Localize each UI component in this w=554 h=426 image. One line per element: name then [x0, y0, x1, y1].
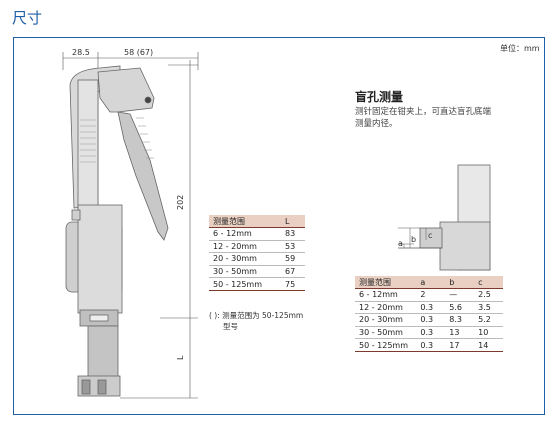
- cell-range: 12 - 20mm: [355, 301, 417, 315]
- label-a: a: [398, 239, 403, 248]
- model-note: ( ): 测量范围为 50-125mm 型号: [209, 310, 303, 332]
- cell-range: 20 - 30mm: [355, 313, 417, 327]
- table-abc-header: 测量范围 a b c: [355, 276, 503, 289]
- cell-c: 5.2: [474, 313, 503, 327]
- cell-b: 8.3: [445, 313, 475, 327]
- note-line-2: 型号: [223, 322, 238, 331]
- table-abc-header-b: b: [445, 276, 475, 289]
- cell-range: 12 - 20mm: [209, 240, 281, 254]
- blind-hole-description: 测针固定在钳夹上，可直达盲孔底端 测量内径。: [355, 106, 515, 130]
- dim-length-l: L: [176, 355, 185, 360]
- cell-b: 5.6: [445, 301, 475, 315]
- content-frame: [13, 37, 545, 415]
- dim-height-total: 202: [176, 195, 185, 210]
- cell-c: 14: [474, 338, 503, 352]
- dim-width-b: 58 (67): [124, 48, 153, 57]
- cell-a: 2: [416, 288, 446, 302]
- label-b: b: [411, 235, 416, 244]
- cell-c: 3.5: [474, 301, 503, 315]
- cell-a: 0.3: [416, 301, 446, 315]
- cell-l: 53: [281, 240, 305, 254]
- cell-c: 2.5: [474, 288, 503, 302]
- blind-hole-diagram: [398, 164, 491, 271]
- cell-range: 30 - 50mm: [355, 326, 417, 340]
- note-line-1: ( ): 测量范围为 50-125mm: [209, 311, 304, 320]
- dim-width-a: 28.5: [72, 48, 90, 57]
- cell-range: 50 - 125mm: [209, 277, 281, 291]
- cell-b: 13: [445, 326, 475, 340]
- blind-hole-desc-line-1: 测针固定在钳夹上，可直达盲孔底端: [355, 107, 492, 117]
- gauge-body: [65, 65, 169, 397]
- cell-range: 20 - 30mm: [209, 252, 281, 266]
- blind-hole-desc-line-2: 测量内径。: [355, 119, 398, 129]
- top-dimensions: [62, 52, 199, 70]
- cell-range: 6 - 12mm: [355, 288, 417, 302]
- cell-b: 17: [445, 338, 475, 352]
- table-l-header-l: L: [281, 215, 305, 228]
- cell-l: 67: [281, 265, 305, 279]
- cell-b: —: [445, 288, 475, 302]
- cell-range: 30 - 50mm: [209, 265, 281, 279]
- table-abc-header-c: c: [474, 276, 503, 289]
- blind-hole-title: 盲孔测量: [355, 90, 404, 104]
- cell-range: 50 - 125mm: [355, 338, 417, 352]
- cell-range: 6 - 12mm: [209, 227, 281, 241]
- unit-label: 单位：mm: [500, 44, 540, 53]
- cell-a: 0.3: [416, 338, 446, 352]
- height-dimension: [120, 60, 198, 399]
- label-c: c: [428, 231, 432, 240]
- cell-c: 10: [474, 326, 503, 340]
- table-l-header-range: 测量范围: [209, 215, 281, 228]
- cell-l: 59: [281, 252, 305, 266]
- table-abc-header-a: a: [416, 276, 446, 289]
- cell-l: 83: [281, 227, 305, 241]
- cell-a: 0.3: [416, 326, 446, 340]
- table-abc-header-range: 测量范围: [355, 276, 417, 289]
- page-title: 尺寸: [12, 9, 43, 27]
- cell-a: 0.3: [416, 313, 446, 327]
- cell-l: 75: [281, 277, 305, 291]
- table-l-header: 测量范围 L: [209, 215, 305, 228]
